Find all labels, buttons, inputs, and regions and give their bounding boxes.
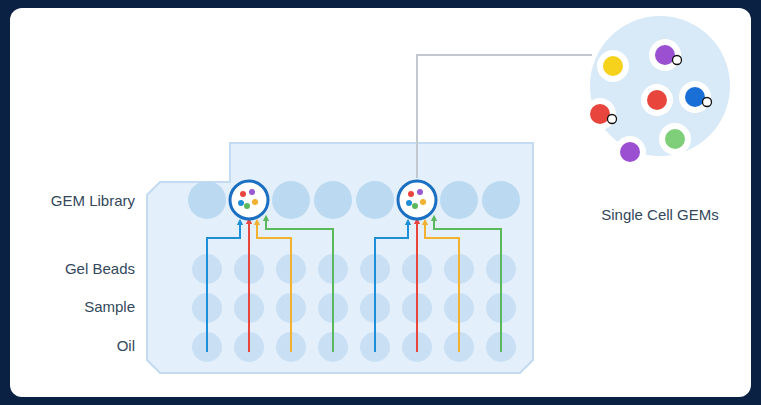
zoom-caption: Single Cell GEMs (601, 206, 719, 224)
gem-well (440, 181, 478, 219)
flow-arrow (248, 221, 250, 352)
flow-lines (207, 181, 501, 352)
flow-arrow (416, 221, 418, 352)
cell-dot (244, 203, 250, 209)
gem-well (272, 181, 310, 219)
gem-well-highlight (398, 181, 436, 219)
gem-droplet (649, 39, 681, 71)
cell (685, 87, 705, 107)
gem-droplet (641, 84, 673, 116)
cell-dot (238, 200, 244, 206)
gem-well (356, 181, 394, 219)
flow-arrow (207, 222, 240, 352)
flow-arrow (257, 222, 291, 352)
cell-dot (412, 203, 418, 209)
cell (655, 45, 675, 65)
cell (590, 104, 610, 124)
gem-droplet (614, 136, 646, 168)
flow-arrow (266, 218, 333, 352)
gem-droplet (659, 123, 691, 155)
chip-outline (147, 143, 533, 373)
zoom-circle (590, 16, 730, 156)
gem-well-highlight (230, 181, 268, 219)
cell-dot (249, 189, 255, 195)
cell (647, 90, 667, 110)
flow-arrow (425, 222, 459, 352)
leader-line (417, 55, 592, 178)
row-label: Sample (84, 298, 135, 316)
gem-well (314, 181, 352, 219)
row-label: Gel Beads (65, 260, 135, 278)
gel-bead (703, 98, 712, 107)
gem-droplets (584, 39, 712, 168)
row-label: Oil (117, 337, 135, 355)
cell-dot (406, 200, 412, 206)
flow-arrow (434, 218, 501, 352)
cell-dot (420, 199, 426, 205)
cell-dot (240, 191, 246, 197)
gel-bead (673, 56, 682, 65)
gem-droplet (597, 50, 629, 82)
cell (665, 129, 685, 149)
cell-dot (408, 191, 414, 197)
gem-well (482, 181, 520, 219)
gel-bead (608, 115, 617, 124)
cell (603, 56, 623, 76)
card (10, 8, 751, 397)
cell-dot (417, 189, 423, 195)
wells (188, 181, 520, 362)
flow-arrow (375, 222, 408, 352)
gem-droplet (679, 81, 711, 113)
row-label: GEM Library (51, 192, 135, 210)
gem-well (188, 181, 226, 219)
cell-dot (252, 199, 258, 205)
gem-droplet (584, 98, 616, 130)
cell (620, 142, 640, 162)
